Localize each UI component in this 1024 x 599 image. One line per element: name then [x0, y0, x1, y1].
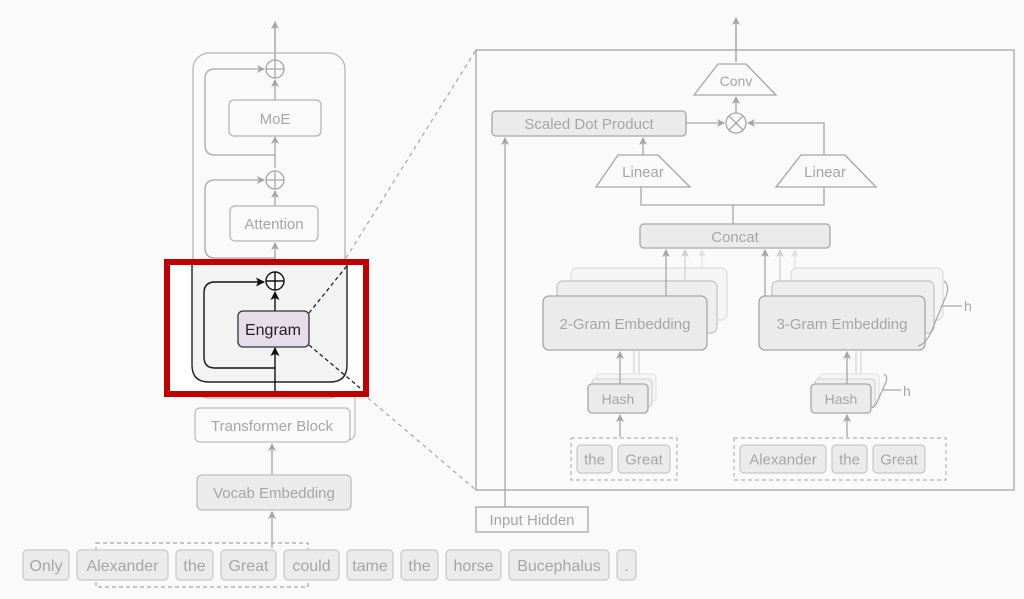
transformer-block-label: Transformer Block [211, 418, 333, 435]
trigram-token-group [733, 437, 947, 481]
trigram-token-chip [872, 444, 926, 474]
engram-highlight: Engram [164, 259, 369, 397]
conv-block [692, 63, 778, 96]
engram-highlight-frame [164, 259, 369, 397]
bigram-embedding-label: 2-Gram Embedding [560, 316, 691, 333]
trigram-token-chip [831, 444, 868, 474]
token-label: horse [453, 558, 493, 575]
conv-label: Conv [720, 73, 753, 89]
engram-detail-panel: Conv Scaled Dot Product Linear Linear Co… [475, 17, 1015, 491]
heads-label-embedding: h [964, 298, 972, 314]
trigram-token-label: Great [880, 451, 918, 468]
token-row: Only Alexander the Great could tame the horse Bu… [22, 542, 637, 588]
bigram-token-label: the [584, 451, 605, 468]
token-label: Bucephalus [517, 558, 601, 575]
transformer-stack: MoE Attention [192, 21, 356, 441]
linear-right-block [774, 154, 878, 188]
scaled-dot-product-label: Scaled Dot Product [524, 116, 654, 133]
attention-label: Attention [244, 216, 303, 233]
token-label: the [408, 558, 430, 575]
token-label: Alexander [86, 558, 159, 575]
token-chip [76, 549, 169, 581]
trigram-embedding-box [758, 295, 926, 351]
moe-label: MoE [260, 111, 291, 128]
trigram-embedding-label: 3-Gram Embedding [777, 316, 908, 333]
bigram-hash-label: Hash [602, 391, 635, 407]
token-chip [445, 549, 502, 581]
bigram-hash-box [587, 383, 649, 414]
zoom-connector-top [345, 49, 477, 259]
linear-left-block [594, 154, 692, 188]
bigram-token-label: Great [625, 451, 663, 468]
residual-skip-moe [204, 65, 275, 156]
engram-box [237, 310, 310, 348]
residual-add-moe [265, 59, 285, 79]
trigram-token-chip [739, 444, 827, 474]
vocab-embedding-label: Vocab Embedding [213, 485, 335, 502]
transformer-layer-outline [192, 52, 346, 399]
token-chip [616, 549, 637, 581]
trigram-hash-stack: Hash h [810, 351, 911, 437]
attention-box [229, 205, 319, 242]
bigram-token-group [570, 437, 678, 481]
heads-brace-hash [871, 373, 888, 409]
trigram-hash-box [810, 383, 872, 414]
token-chip [346, 549, 394, 581]
residual-add-attention [265, 170, 285, 190]
residual-add-engram [265, 271, 285, 291]
token-chip [22, 549, 70, 581]
trigram-hash-label: Hash [825, 391, 858, 407]
vocab-embedding-box [196, 474, 352, 511]
linear-left-label: Linear [622, 164, 664, 181]
input-hidden-box [475, 506, 589, 533]
transformer-block-box [194, 407, 351, 443]
token-label: tame [352, 558, 388, 575]
bigram-token-chip [617, 444, 671, 474]
token-chip [400, 549, 439, 581]
trigram-token-label: the [839, 451, 860, 468]
zoom-connector-bottom [367, 397, 477, 491]
value-to-gate-arrow [747, 119, 825, 157]
token-chip [220, 549, 277, 581]
heads-label-hash: h [903, 383, 911, 399]
gating-multiply [725, 112, 747, 134]
residual-skip-attention [204, 176, 275, 259]
input-hidden-label: Input Hidden [489, 512, 574, 529]
bigram-embedding-stack: 2-Gram Embedding [542, 249, 728, 351]
token-chip [508, 549, 610, 581]
concat-label: Concat [711, 229, 759, 246]
token-label: Great [228, 558, 269, 575]
lower-stack: Transformer Block Vocab Embedding [194, 407, 352, 548]
token-label: could [292, 558, 330, 575]
token-chip [283, 549, 340, 581]
concat-box [639, 223, 831, 249]
trigram-embedding-stack: 3-Gram Embedding h [758, 249, 972, 351]
bigram-hash-stack: Hash [587, 351, 657, 437]
engram-label: Engram [245, 322, 301, 339]
token-chip [175, 549, 214, 581]
token-label: . [624, 558, 628, 575]
token-label: the [183, 558, 205, 575]
token-label: Only [30, 558, 63, 575]
heads-brace-embedding [917, 280, 949, 347]
bigram-token-chip [576, 444, 613, 474]
trigram-token-label: Alexander [749, 451, 817, 468]
residual-skip-engram [203, 277, 275, 369]
zoom-connector-top-inner [308, 261, 351, 314]
bigram-embedding-box [542, 295, 708, 351]
linear-right-label: Linear [804, 164, 846, 181]
